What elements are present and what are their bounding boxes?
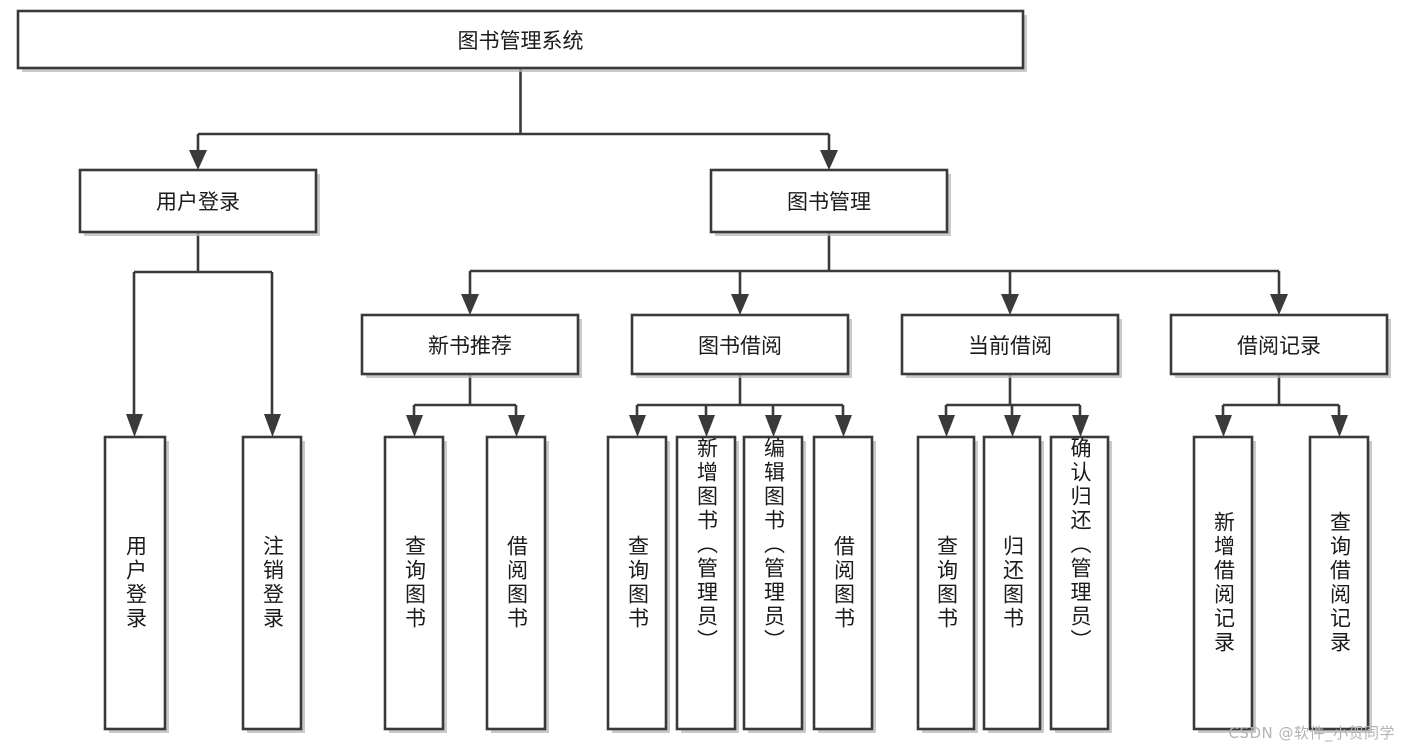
leaf-box-edit-book[interactable] <box>742 435 804 731</box>
arrow-head-leaf-confirm-return <box>1072 415 1089 437</box>
arrow-head-borrow-record <box>1270 294 1288 315</box>
leaf-box-query-book-2[interactable] <box>606 435 668 731</box>
leaf-box-user-login[interactable] <box>103 435 167 731</box>
leaf-box-borrow-book-1[interactable] <box>485 435 547 731</box>
arrow-head-leaf-logout <box>264 414 281 437</box>
arrow-head-leaf-user-login <box>126 414 143 437</box>
level2-box-book-borrow[interactable] <box>630 313 850 376</box>
arrow-head-leaf-query-book-1 <box>406 415 423 437</box>
level1-box-book-mgmt[interactable] <box>709 168 949 234</box>
level2-box-current-borrow[interactable] <box>900 313 1120 376</box>
leaf-box-add-book[interactable] <box>675 435 737 731</box>
leaf-box-query-book-1[interactable] <box>383 435 445 731</box>
arrow-head-leaf-borrow-book-1 <box>508 415 525 437</box>
connector-group-current-borrow <box>938 374 1089 437</box>
arrow-head-leaf-edit-book <box>765 415 782 437</box>
arrow-head-book-mgmt <box>820 150 838 170</box>
arrow-head-book-borrow <box>731 294 749 315</box>
arrow-head-user-login <box>189 150 207 170</box>
leaf-box-borrow-book-2[interactable] <box>812 435 874 731</box>
arrow-head-leaf-add-record <box>1215 415 1232 437</box>
csdn-watermark: CSDN @软件_小贺同学 <box>1228 724 1395 742</box>
arrow-head-leaf-query-record <box>1331 415 1348 437</box>
arrow-head-leaf-query-book-2 <box>629 415 646 437</box>
level2-box-new-book-rec[interactable] <box>360 313 580 376</box>
connector-group-borrow-record <box>1215 374 1348 437</box>
arrow-head-current-borrow <box>1001 294 1019 315</box>
connector-group-root <box>189 68 838 170</box>
connector-group-user-login <box>126 232 281 437</box>
connector-group-new-book-rec <box>406 374 525 437</box>
leaf-box-add-record[interactable] <box>1192 435 1254 731</box>
leaf-box-logout[interactable] <box>241 435 303 731</box>
leaf-box-query-book-3[interactable] <box>916 435 976 731</box>
level2-box-borrow-record[interactable] <box>1169 313 1389 376</box>
level1-box-user-login[interactable] <box>78 168 318 234</box>
connector-group-book-borrow <box>629 374 852 437</box>
root-box[interactable] <box>16 9 1025 70</box>
connector-group-book-mgmt <box>461 232 1288 315</box>
arrow-head-leaf-borrow-book-2 <box>835 415 852 437</box>
leaf-box-query-record[interactable] <box>1308 435 1370 731</box>
leaf-box-confirm-return[interactable] <box>1049 435 1110 731</box>
arrow-head-leaf-add-book <box>698 415 715 437</box>
arrow-head-leaf-query-book-3 <box>938 415 955 437</box>
leaf-box-return-book[interactable] <box>982 435 1042 731</box>
arrow-head-new-book-rec <box>461 294 479 315</box>
arrow-head-leaf-return-book <box>1004 415 1021 437</box>
